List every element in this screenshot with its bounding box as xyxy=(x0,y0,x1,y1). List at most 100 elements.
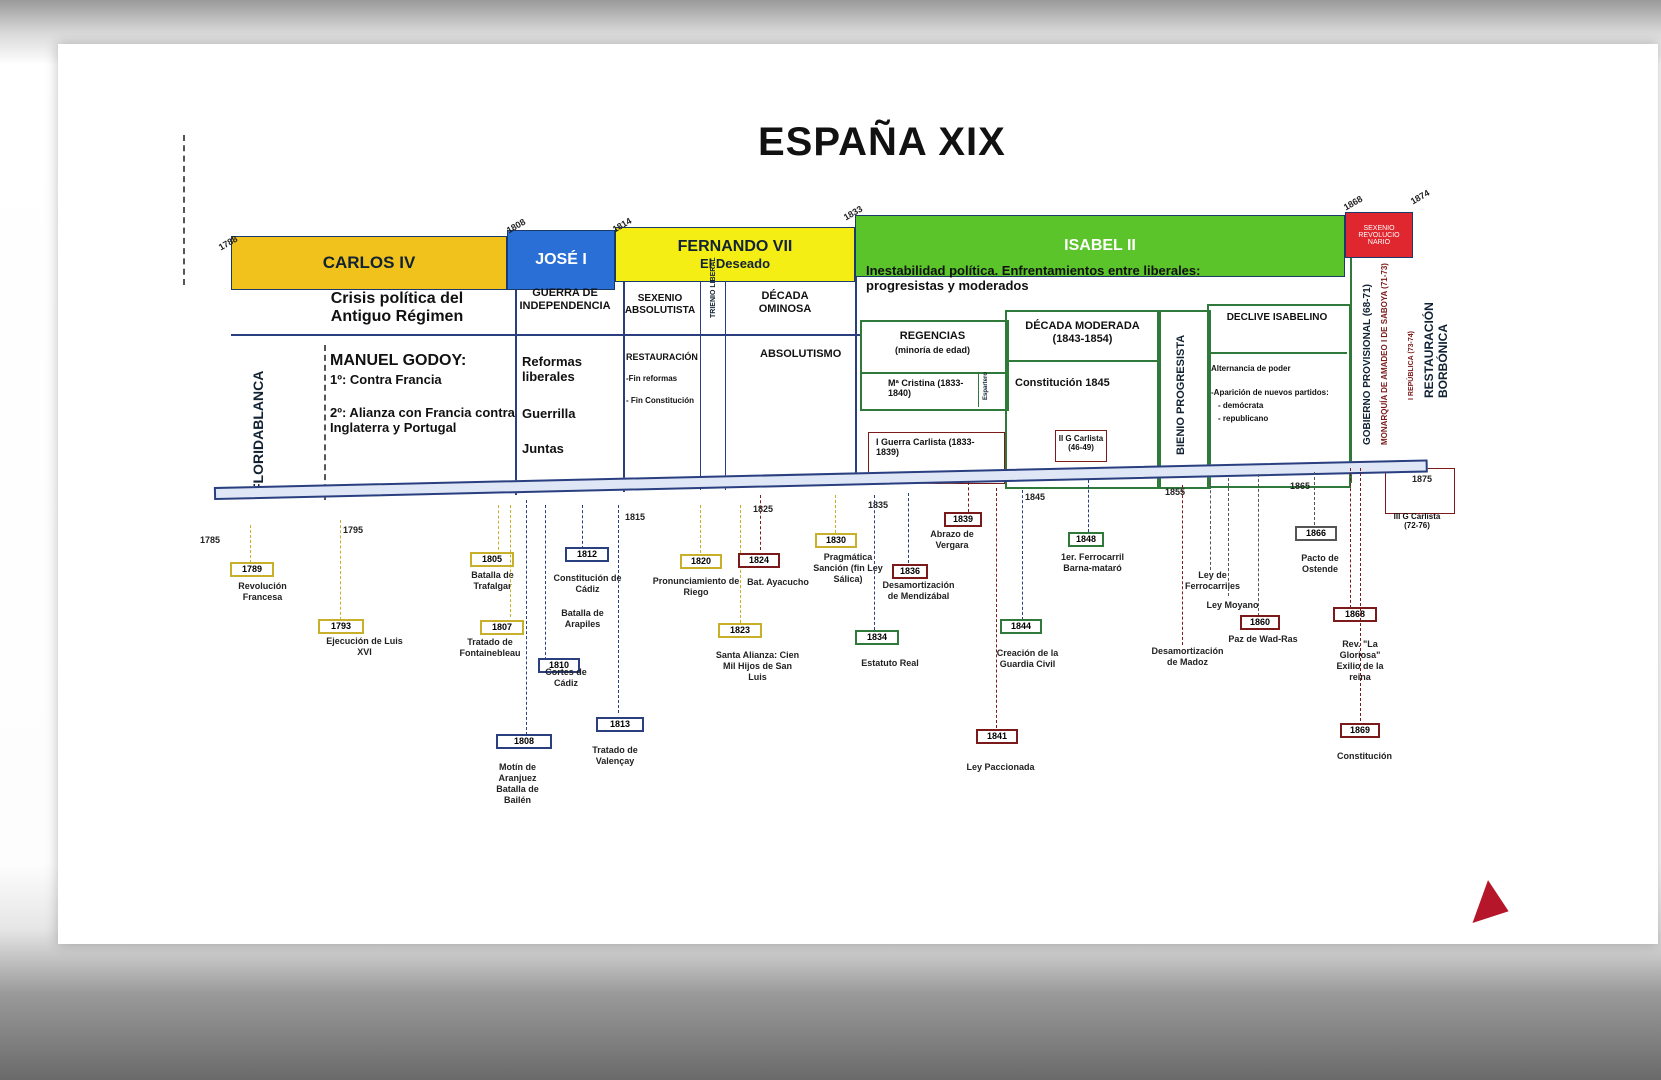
event-label: Tratado de Fontainebleau xyxy=(459,637,521,658)
period-jose: GUERRA DE INDEPENDENCIA xyxy=(519,287,611,312)
maria-cristina: Mª Cristina (1833-1840) xyxy=(888,378,964,399)
period-carlos: Crisis política del Antiguo Régimen xyxy=(330,290,464,326)
page-title: ESPAÑA XIX xyxy=(758,120,1006,164)
guerra-carlista-2-box xyxy=(1055,430,1107,462)
event-label: Santa Alianza: Cien Mil Hijos de San Lui… xyxy=(715,650,800,682)
regencias-box xyxy=(860,320,1009,411)
event-connector xyxy=(1210,480,1211,570)
column-line xyxy=(700,282,701,490)
period-sexenio: SEXENIO ABSOLUTISTA xyxy=(624,293,696,316)
event-connector xyxy=(618,505,619,713)
event-year-box: 1836 xyxy=(892,564,928,579)
axis-year: 1855 xyxy=(1165,487,1186,497)
godoy-title: MANUEL GODOY: xyxy=(330,352,467,369)
divider xyxy=(978,372,979,407)
divider xyxy=(860,372,1005,374)
axis-year: 1795 xyxy=(343,525,364,535)
left-dashed-marker xyxy=(183,135,185,285)
event-year-box: 1844 xyxy=(1000,619,1042,634)
event-label: Cortes de Cádiz xyxy=(545,667,587,688)
divider xyxy=(1207,352,1347,354)
guerra-carlista-3: III G Carlista (72-76) xyxy=(1393,512,1441,531)
event-year-box: 1824 xyxy=(738,553,780,568)
event-label: Pacto de Ostende xyxy=(1301,553,1339,574)
floridablanca-label: FLORIDABLANCA xyxy=(250,370,266,492)
reformas-liberales: Reformas liberales xyxy=(522,354,582,384)
event-label: Bat. Ayacucho xyxy=(747,577,809,587)
divider xyxy=(1350,258,1352,483)
event-connector xyxy=(760,495,761,550)
republicano: - republicano xyxy=(1218,414,1269,423)
event-label: Batalla de Trafalgar xyxy=(471,570,514,591)
event-label: Desamortización de Mendizábal xyxy=(882,580,955,601)
event-year-box: 1805 xyxy=(470,552,514,567)
event-year-box: 1834 xyxy=(855,630,899,645)
event-label: Constitución xyxy=(1337,751,1392,761)
nuevos-partidos: -Aparición de nuevos partidos: xyxy=(1211,388,1329,397)
event-connector xyxy=(1360,468,1361,726)
event-year-box: 1808 xyxy=(496,734,552,749)
event-label: Revolución Francesa xyxy=(238,581,287,602)
event-connector xyxy=(968,482,969,512)
event-connector xyxy=(510,505,511,617)
event-connector xyxy=(835,495,836,533)
period-trienio: TRIENIO LIBERAL xyxy=(710,257,717,318)
gobierno-provisional: GOBIERNO PROVISIONAL (68-71) xyxy=(1362,284,1373,445)
event-connector xyxy=(1182,485,1183,645)
event-label: Abrazo de Vergara xyxy=(930,529,974,550)
event-connector xyxy=(1314,472,1315,525)
regencias-title: REGENCIAS xyxy=(899,330,966,342)
bienio-box xyxy=(1157,310,1211,489)
reign-label: JOSÉ I xyxy=(535,251,587,268)
event-label: Ley Paccionada xyxy=(966,762,1035,772)
event-connector xyxy=(1228,478,1229,596)
declive-isabelino: DECLIVE ISABELINO xyxy=(1226,312,1328,323)
event-connector xyxy=(908,493,909,563)
decada-moderada: DÉCADA MODERADA (1843-1854) xyxy=(1025,320,1140,345)
axis-year: 1845 xyxy=(1025,492,1046,502)
reign-label: ISABEL II xyxy=(1064,237,1136,254)
event-label: Desamortización de Madoz xyxy=(1151,646,1224,667)
guerra-carlista-1: I Guerra Carlista (1833-1839) xyxy=(876,437,975,458)
event-label: Ley Moyano xyxy=(1206,600,1259,610)
event-year-box: 1823 xyxy=(718,623,762,638)
axis-year: 1825 xyxy=(753,504,774,514)
fin-constitucion: - Fin Constitución xyxy=(626,396,694,405)
event-connector xyxy=(526,500,527,735)
event-label: Pronunciamiento de Riego xyxy=(652,576,740,597)
event-label: 1er. Ferrocarril Barna-mataró xyxy=(1060,552,1125,573)
reign-label: CARLOS IV xyxy=(322,253,416,272)
period-isabel: Inestabilidad política. Enfrentamientos … xyxy=(866,263,1201,293)
event-year-box: 1810 xyxy=(538,658,580,673)
event-year-box: 1868 xyxy=(1333,607,1377,622)
event-connector xyxy=(582,505,583,549)
divider xyxy=(231,334,861,336)
event-label: Constitución de Cádiz xyxy=(553,573,622,594)
period-ominosa: DÉCADA OMINOSA xyxy=(758,290,812,315)
amadeo: MONARQUÍA DE AMADEO I DE SABOYA (71-73) xyxy=(1380,263,1389,445)
guerrilla: Guerrilla xyxy=(522,406,576,421)
event-year-box: 1820 xyxy=(680,554,722,569)
axis-year: 1835 xyxy=(868,500,889,510)
event-year-box: 1841 xyxy=(976,729,1018,744)
reign-sublabel: El Deseado xyxy=(699,256,771,271)
regencias-sub: (minoría de edad) xyxy=(894,345,970,355)
axis-year: 1875 xyxy=(1412,474,1433,484)
reign-sexenio: SEXENIO REVOLUCIO NARIO xyxy=(1345,212,1413,258)
event-label: Pragmática Sanción (fin Ley Sálica) xyxy=(813,552,883,584)
event-connector xyxy=(1088,480,1089,532)
event-connector xyxy=(996,488,997,728)
restauracion-borbonica: RESTAURACIÓN BORBÓNICA xyxy=(1422,302,1450,398)
event-connector xyxy=(340,520,341,620)
reign-jose-i: JOSÉ I xyxy=(507,230,615,290)
event-label: Tratado de Valençay xyxy=(592,745,638,766)
event-connector xyxy=(545,505,546,660)
reign-fernando-vii: FERNANDO VII El Deseado xyxy=(615,227,855,282)
event-label: Batalla de Arapiles xyxy=(561,608,604,629)
event-label: Estatuto Real xyxy=(861,658,919,668)
event-label: Ley de Ferrocarriles xyxy=(1185,570,1241,591)
absolutismo: ABSOLUTISMO xyxy=(760,348,842,360)
divider xyxy=(1005,360,1157,362)
axis-year: 1785 xyxy=(200,535,221,545)
